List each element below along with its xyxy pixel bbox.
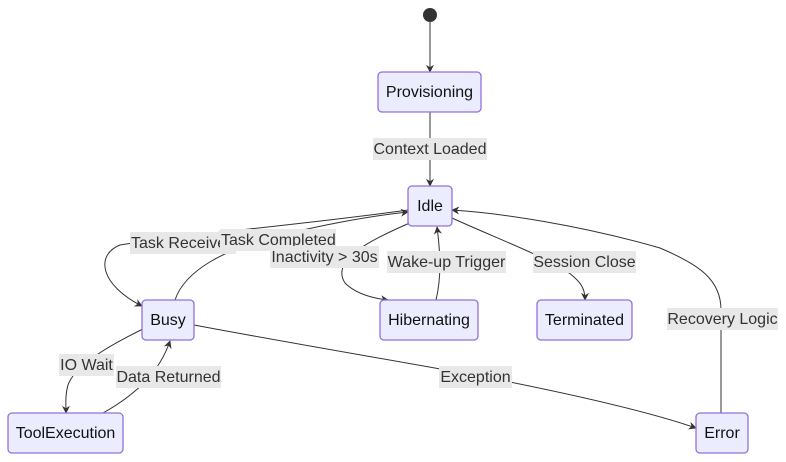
- state-hibernating[interactable]: Hibernating: [379, 299, 479, 341]
- label-data-returned: Data Returned: [116, 366, 221, 388]
- label-task-received: Task Received: [130, 232, 236, 254]
- label-session-close: Session Close: [533, 251, 636, 273]
- edge-error-idle: [451, 206, 722, 413]
- edge-busy-toolexecution: [61, 327, 146, 414]
- label-recovery-logic: Recovery Logic: [667, 308, 778, 330]
- label-context-loaded: Context Loaded: [373, 138, 487, 160]
- label-io-wait: IO Wait: [59, 354, 114, 376]
- edge-idle-terminated: [451, 217, 589, 301]
- state-label: Terminated: [545, 312, 624, 329]
- state-label: ToolExecution: [16, 425, 116, 442]
- svg-text:Task Completed: Task Completed: [221, 232, 336, 249]
- label-wakeup-trigger: Wake-up Trigger: [387, 251, 506, 273]
- state-terminated[interactable]: Terminated: [536, 299, 633, 341]
- svg-text:Task Received: Task Received: [131, 235, 235, 252]
- state-error[interactable]: Error: [695, 412, 749, 454]
- state-label: Idle: [417, 198, 443, 215]
- state-busy[interactable]: Busy: [141, 299, 195, 341]
- svg-text:Inactivity > 30s: Inactivity > 30s: [271, 249, 377, 266]
- svg-text:Exception: Exception: [440, 369, 510, 386]
- label-exception: Exception: [439, 366, 512, 388]
- state-label: Hibernating: [388, 312, 470, 329]
- label-task-completed: Task Completed: [220, 229, 336, 251]
- state-label: Provisioning: [386, 84, 473, 101]
- svg-text:IO Wait: IO Wait: [60, 357, 113, 374]
- edge-idle-hibernating: [341, 221, 413, 304]
- svg-text:Wake-up Trigger: Wake-up Trigger: [388, 254, 506, 271]
- label-inactivity: Inactivity > 30s: [270, 246, 379, 268]
- state-label: Error: [704, 425, 740, 442]
- state-idle[interactable]: Idle: [407, 185, 453, 227]
- state-provisioning[interactable]: Provisioning: [377, 71, 482, 113]
- state-tool-execution[interactable]: ToolExecution: [7, 412, 124, 454]
- svg-text:Session Close: Session Close: [533, 254, 635, 271]
- state-label: Busy: [150, 312, 186, 329]
- start-node: [423, 8, 437, 22]
- svg-text:Data Returned: Data Returned: [116, 369, 220, 386]
- svg-text:Recovery Logic: Recovery Logic: [667, 311, 777, 328]
- svg-text:Context Loaded: Context Loaded: [374, 141, 487, 158]
